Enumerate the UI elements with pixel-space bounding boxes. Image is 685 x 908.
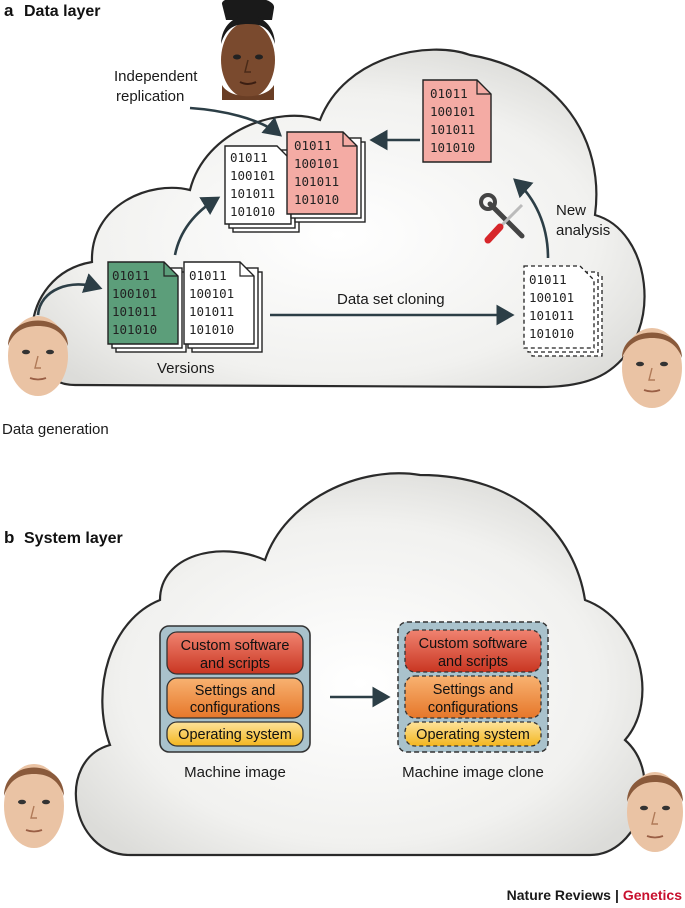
researcher-b-right-icon <box>627 772 683 852</box>
document-stack-green-versions: 01011 100101 101011 101010 <box>107 261 187 353</box>
custom-line-2: and scripts <box>200 656 270 672</box>
clone-layer-settings: Settings and configurations <box>404 675 542 719</box>
bin-row: 101011 <box>230 186 275 201</box>
arrow-generation <box>36 273 103 316</box>
bin-row: 101010 <box>112 322 157 337</box>
layer-custom-software: Custom software and scripts <box>166 631 304 675</box>
label-analysis: analysis <box>556 222 610 239</box>
bin-row: 100101 <box>189 286 234 301</box>
document-stack-pink-replication: 01011 100101 101011 101010 <box>286 131 366 223</box>
layer-operating-system: Operating system <box>166 721 304 747</box>
bin-row: 101011 <box>294 174 339 189</box>
clone-settings-line-2: configurations <box>428 700 518 716</box>
bin-row: 101011 <box>529 308 574 323</box>
panel-b-title: System layer <box>24 530 123 547</box>
clone-settings-line-1: Settings and <box>433 682 514 698</box>
settings-line-2: configurations <box>190 700 280 716</box>
bin-row: 101011 <box>189 304 234 319</box>
journal-name: Nature Reviews <box>507 887 611 903</box>
clone-custom-line-2: and scripts <box>438 654 508 670</box>
bin-row: 101010 <box>294 192 339 207</box>
clone-layer-custom-software: Custom software and scripts <box>404 629 542 673</box>
label-new: New <box>556 202 586 219</box>
os-label: Operating system <box>178 727 292 743</box>
label-cloning: Data set cloning <box>337 291 445 308</box>
document-pink-new-analysis: 01011 100101 101011 101010 <box>422 79 492 163</box>
bin-row: 101011 <box>430 122 475 137</box>
bin-row: 101010 <box>529 326 574 341</box>
label-versions: Versions <box>157 360 215 377</box>
arrow-clone-up <box>513 178 550 259</box>
label-independent-2: replication <box>116 88 184 105</box>
researcher-independent-icon <box>221 0 275 100</box>
bin-row: 100101 <box>294 156 339 171</box>
bin-row: 01011 <box>430 86 468 101</box>
panel-a-title: Data layer <box>24 3 101 20</box>
bin-row: 01011 <box>112 268 150 283</box>
bin-row: 100101 <box>430 104 475 119</box>
bin-row: 101010 <box>430 140 475 155</box>
bin-row: 100101 <box>230 168 275 183</box>
bin-row: 01011 <box>294 138 332 153</box>
panel-a-letter: a <box>4 1 14 20</box>
clone-custom-line-1: Custom software <box>419 636 528 652</box>
layer-settings: Settings and configurations <box>166 677 304 719</box>
label-machine-image: Machine image <box>184 764 286 781</box>
label-generation: Data generation <box>2 421 109 438</box>
arrow-versions-up <box>173 196 221 256</box>
bin-row: 01011 <box>529 272 567 287</box>
settings-line-1: Settings and <box>195 683 276 699</box>
label-independent-1: Independent <box>114 68 198 85</box>
bin-row: 01011 <box>189 268 227 283</box>
researcher-clone-icon <box>622 328 682 408</box>
panel-b-letter: b <box>4 528 14 547</box>
bin-row: 101011 <box>112 304 157 319</box>
wrench-screwdriver-icon <box>479 193 525 244</box>
bin-row: 101010 <box>230 204 275 219</box>
bin-row: 100101 <box>529 290 574 305</box>
researcher-generator-icon <box>8 316 68 396</box>
clone-os-label: Operating system <box>416 727 530 743</box>
clone-layer-operating-system: Operating system <box>404 721 542 747</box>
journal-credit: Nature Reviews|Genetics <box>507 887 683 903</box>
label-machine-clone: Machine image clone <box>402 764 544 781</box>
journal-separator: | <box>615 887 619 903</box>
document-stack-white-versions: 01011 100101 101011 101010 <box>183 261 263 353</box>
document-stack-dashed-clone: 01011 100101 101011 101010 <box>523 265 603 357</box>
custom-line-1: Custom software <box>181 638 290 654</box>
journal-section: Genetics <box>623 887 682 903</box>
researcher-b-left-icon <box>4 764 64 848</box>
bin-row: 101010 <box>189 322 234 337</box>
arrow-replication <box>189 106 282 137</box>
cloud-system-layer <box>74 472 646 857</box>
bin-row: 01011 <box>230 150 268 165</box>
bin-row: 100101 <box>112 286 157 301</box>
